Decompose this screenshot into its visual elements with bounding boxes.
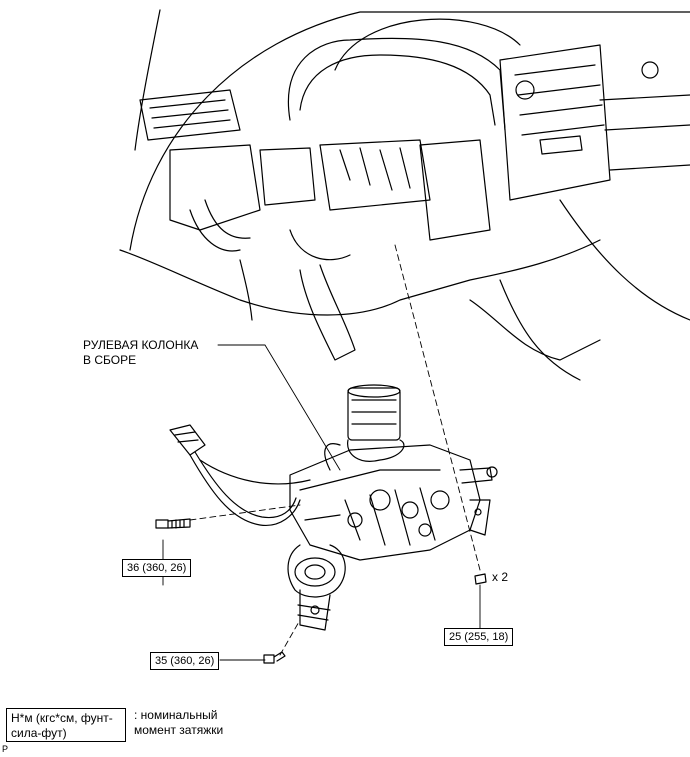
torque-box-right: 25 (255, 18) [444,628,514,646]
quantity-label: x 2 [492,570,509,584]
torque-unit-legend: Н*м (кгс*см, фунт- сила-фут) [6,708,126,742]
legend-description: : номинальный момент затяжки [134,708,223,738]
bolt-upper-left [155,518,191,529]
bolt-lower [263,651,286,664]
legend-desc-line1: : номинальный [134,708,218,722]
legend-unit-line2: сила-фут) [11,726,67,740]
legend-unit-line1: Н*м (кгс*см, фунт- [11,711,113,725]
corner-mark: P [2,744,9,754]
legend-desc-line2: момент затяжки [134,723,224,737]
dashboard-outline [119,9,690,381]
steering-column-assembly [169,384,498,631]
assembly-label-line1: РУЛЕВАЯ КОЛОНКА [83,338,199,352]
torque-box-upper-left: 36 (360, 26) [122,559,192,577]
leader-lines [162,244,481,661]
assembly-label-line2: В СБОРЕ [83,353,137,367]
torque-box-lower: 35 (360, 26) [150,652,220,670]
nut-right [474,573,487,585]
